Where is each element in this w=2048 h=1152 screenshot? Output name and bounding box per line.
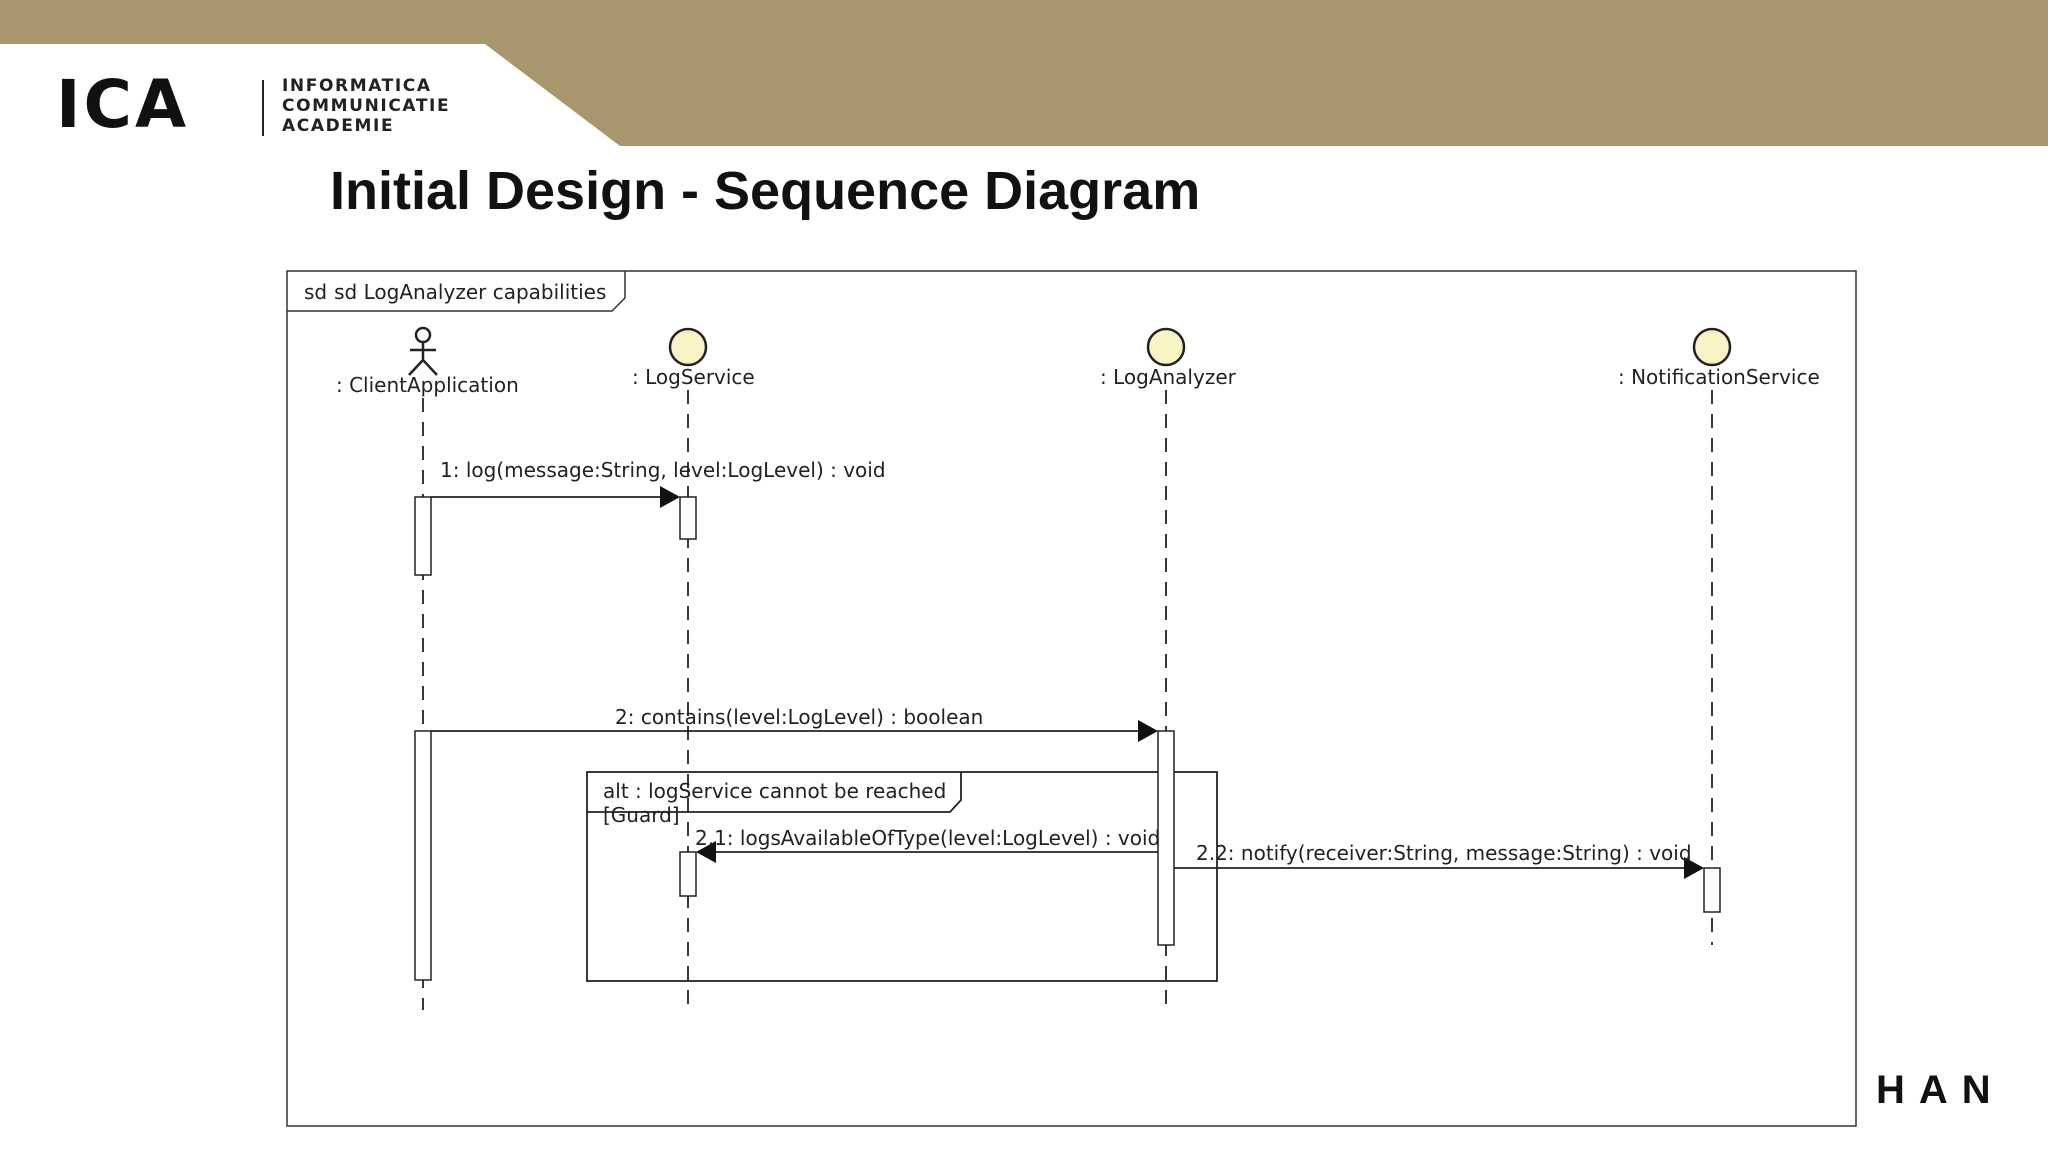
banner-shape (0, 0, 2048, 146)
activation-bar (414, 496, 432, 576)
control-icon (1146, 327, 1186, 367)
alt-fragment-tab (587, 772, 962, 813)
arrowhead (660, 486, 680, 508)
frame-name: sd LogAnalyzer capabilities (334, 280, 606, 304)
activation-bar (679, 496, 697, 540)
logo-divider (262, 80, 264, 136)
participant-log-service: : LogService (632, 327, 755, 1010)
message-label: 2.1: logsAvailableOfType(level:LogLevel)… (695, 826, 1160, 850)
participant-label: : LogAnalyzer (1100, 365, 1237, 389)
participant-label: : ClientApplication (336, 373, 519, 397)
participant-notification-service: : NotificationService (1618, 327, 1820, 945)
message-label: 2.2: notify(receiver:String, message:Str… (1196, 841, 1692, 865)
alt-fragment-box (586, 771, 1218, 982)
logo-line-academie: ACADEMIE (282, 116, 395, 136)
message-1: 1: log(message:String, level:LogLevel) :… (431, 458, 886, 508)
alt-fragment-guard: [Guard] (603, 803, 680, 827)
frame-keyword: sd (304, 280, 327, 304)
frame-label: sd sd LogAnalyzer capabilities (304, 280, 606, 304)
actor-icon (408, 326, 438, 376)
han-logo: HAN (1876, 1068, 2005, 1112)
participant-label: : LogService (632, 365, 755, 389)
control-icon (668, 327, 708, 367)
logo-line-communicatie: COMMUNICATIE (282, 96, 451, 116)
frame-label-tab (287, 271, 626, 312)
activation-bar (1703, 867, 1721, 913)
message-2-1: 2.1: logsAvailableOfType(level:LogLevel)… (695, 826, 1160, 863)
activation-bar (679, 851, 697, 897)
alt-fragment-label: alt : logService cannot be reached (603, 779, 946, 803)
arrowhead (1684, 857, 1704, 879)
message-2-2: 2.2: notify(receiver:String, message:Str… (1174, 841, 1704, 879)
control-icon (1692, 327, 1732, 367)
participant-label: : NotificationService (1618, 365, 1820, 389)
logo-line-informatica: INFORMATICA (282, 76, 432, 96)
participant-client-application: : ClientApplication (336, 326, 519, 1010)
activation-bar (1157, 730, 1175, 946)
arrowhead (1138, 720, 1158, 742)
message-label: 2: contains(level:LogLevel) : boolean (615, 705, 983, 729)
message-2: 2: contains(level:LogLevel) : boolean (431, 705, 1158, 742)
ica-logo-mark: ICA (56, 66, 190, 143)
message-label: 1: log(message:String, level:LogLevel) :… (440, 458, 886, 482)
diagram-frame (286, 270, 1857, 1127)
arrowhead (696, 841, 716, 863)
activation-bar (414, 730, 432, 981)
alt-fragment: alt : logService cannot be reached [Guar… (586, 771, 1218, 982)
slide-title: Initial Design - Sequence Diagram (330, 161, 1201, 221)
header-banner (0, 0, 2048, 146)
ica-logo: ICA INFORMATICA COMMUNICATIE ACADEMIE (56, 70, 486, 144)
participant-log-analyzer: : LogAnalyzer (1100, 327, 1237, 1010)
